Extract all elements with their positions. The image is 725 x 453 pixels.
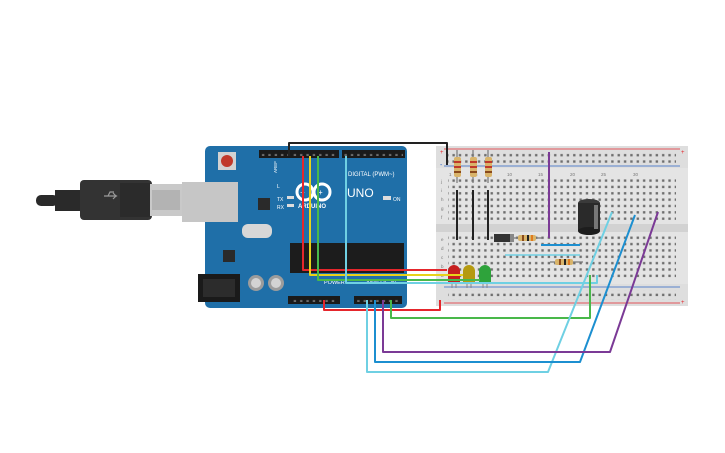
- pushbutton-icon[interactable]: [494, 234, 514, 242]
- rail-plus-label-right: +: [681, 150, 685, 156]
- resistor-2: [470, 150, 477, 183]
- rail-plus-label: +: [440, 150, 444, 156]
- crystal: [242, 224, 272, 238]
- row-letter: b: [441, 264, 444, 269]
- row-letter: j: [440, 179, 442, 184]
- row-letter: h: [441, 197, 444, 202]
- row-letter: d: [441, 246, 444, 251]
- wire-a2-purple[interactable]: [382, 211, 659, 353]
- on-led: [383, 196, 391, 200]
- digital-header-label: DIGITAL (PWM~): [348, 172, 395, 178]
- row-letter: g: [441, 206, 444, 211]
- arduino-logo: − +: [295, 182, 332, 202]
- column-number: 10: [507, 172, 513, 177]
- resistors-top[interactable]: [454, 150, 492, 183]
- resistor-4[interactable]: [514, 235, 542, 241]
- resistor-1: [454, 150, 461, 183]
- column-number: 30: [633, 172, 639, 177]
- wire-a1-blue[interactable]: [374, 214, 636, 363]
- black-jumpers[interactable]: [456, 190, 489, 240]
- wire-yellow-pin[interactable]: [309, 156, 463, 276]
- resistor-3: [485, 150, 492, 183]
- column-number: 15: [538, 172, 544, 177]
- tx-label: TX: [277, 197, 284, 203]
- wire-green-pin[interactable]: [317, 156, 480, 281]
- board-model: UNO: [347, 186, 374, 200]
- column-number: 20: [570, 172, 576, 177]
- arduino-board[interactable]: DIGITAL (PWM~) AREF − + UNO ARDUINO ON T…: [182, 146, 407, 308]
- column-number: 25: [601, 172, 607, 177]
- row-letter: i: [441, 188, 442, 193]
- rail-minus-label: -: [440, 162, 443, 169]
- row-letter: e: [441, 237, 444, 242]
- wire-a5-green[interactable]: [390, 275, 591, 319]
- regulator: [223, 250, 235, 262]
- wire-gnd-black[interactable]: [288, 142, 448, 165]
- column-number: 1: [449, 172, 452, 177]
- power-label: POWER: [324, 280, 345, 286]
- usb-port: [182, 182, 238, 222]
- rail-plus-label-bottom: +: [681, 300, 685, 306]
- svg-text:+: +: [318, 188, 323, 197]
- board-brand: ARDUINO: [298, 204, 326, 210]
- on-label: ON: [393, 197, 401, 203]
- capacitor-icon[interactable]: [578, 199, 600, 235]
- wire-a0-cyan[interactable]: [366, 211, 613, 373]
- aref-label: AREF: [273, 161, 278, 173]
- center-channel: [436, 224, 688, 232]
- usb-chip: [258, 198, 270, 210]
- row-letter: f: [441, 215, 443, 220]
- reset-button-icon[interactable]: [218, 152, 236, 170]
- rx-label: RX: [277, 205, 285, 211]
- usb-cable-icon[interactable]: [36, 180, 182, 220]
- wire-red-pin[interactable]: [302, 156, 447, 271]
- row-letter: c: [441, 255, 444, 260]
- l-label: L: [277, 184, 280, 190]
- wire-cyan-pin[interactable]: [345, 156, 598, 284]
- resistor-5[interactable]: [550, 259, 583, 265]
